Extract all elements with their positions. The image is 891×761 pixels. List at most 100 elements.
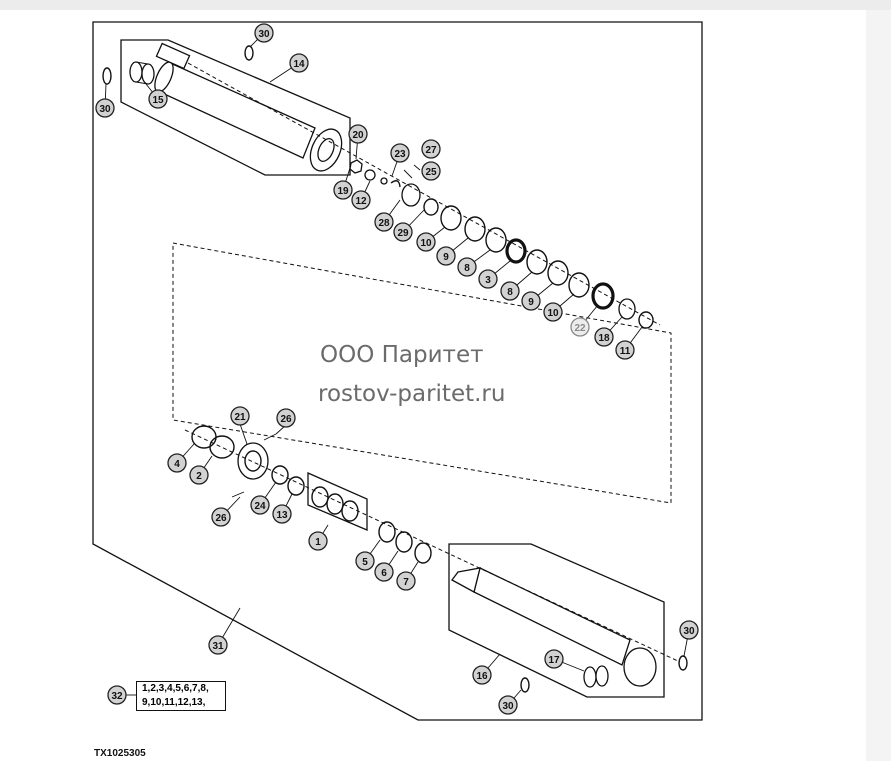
callout-30: 30 xyxy=(498,695,518,715)
svg-text:18: 18 xyxy=(598,333,610,344)
svg-text:30: 30 xyxy=(502,701,514,712)
svg-text:31: 31 xyxy=(212,641,224,652)
svg-text:4: 4 xyxy=(174,459,180,470)
svg-text:12: 12 xyxy=(355,196,367,207)
svg-text:13: 13 xyxy=(276,510,288,521)
callout-1: 1 xyxy=(308,531,328,551)
svg-text:25: 25 xyxy=(425,167,437,178)
kit-contents-line: 1,2,3,4,5,6,7,8, xyxy=(142,683,209,694)
kit-contents-box: 1,2,3,4,5,6,7,8, 9,10,11,12,13, xyxy=(136,681,226,711)
svg-text:8: 8 xyxy=(507,287,513,298)
callout-17: 17 xyxy=(544,649,564,669)
svg-text:22: 22 xyxy=(574,323,586,334)
callout-30: 30 xyxy=(95,98,115,118)
svg-text:16: 16 xyxy=(476,671,488,682)
callout-32: 32 xyxy=(107,685,127,705)
svg-text:24: 24 xyxy=(254,501,266,512)
svg-text:2: 2 xyxy=(196,471,202,482)
callout-29: 29 xyxy=(393,222,413,242)
axis-upper xyxy=(187,62,661,326)
callout-9: 9 xyxy=(436,246,456,266)
browser-top-strip xyxy=(0,0,891,10)
callout-5: 5 xyxy=(355,551,375,571)
callout-21: 21 xyxy=(230,406,250,426)
svg-text:8: 8 xyxy=(464,263,470,274)
callout-23: 23 xyxy=(390,143,410,163)
figure-code: TX1025305 xyxy=(94,748,146,759)
callout-25: 25 xyxy=(421,161,441,181)
callout-8: 8 xyxy=(457,257,477,277)
svg-text:10: 10 xyxy=(547,308,559,319)
svg-text:32: 32 xyxy=(111,691,123,702)
svg-text:26: 26 xyxy=(280,414,292,425)
svg-text:29: 29 xyxy=(397,228,409,239)
svg-text:28: 28 xyxy=(378,218,390,229)
svg-text:6: 6 xyxy=(381,568,387,579)
callout-26: 26 xyxy=(211,507,231,527)
svg-text:23: 23 xyxy=(394,149,406,160)
callout-22: 22 xyxy=(570,317,590,337)
piston-rod-part xyxy=(451,567,657,688)
callout-18: 18 xyxy=(594,327,614,347)
svg-text:1: 1 xyxy=(315,537,321,548)
svg-text:15: 15 xyxy=(152,95,164,106)
callout-30: 30 xyxy=(679,620,699,640)
callout-14: 14 xyxy=(289,53,309,73)
svg-text:30: 30 xyxy=(683,626,695,637)
svg-text:7: 7 xyxy=(403,577,409,588)
callout-3: 3 xyxy=(478,269,498,289)
seal-kit-panel xyxy=(307,472,368,531)
callout-10: 10 xyxy=(543,302,563,322)
watermark-site: rostov-paritet.ru xyxy=(318,381,506,407)
outer-frame xyxy=(92,21,703,721)
bushing-15 xyxy=(129,61,155,85)
callout-leaders xyxy=(104,32,690,706)
barrel-part xyxy=(154,42,343,172)
seal-ring-chain-lower xyxy=(378,521,432,564)
callout-27: 27 xyxy=(421,139,441,159)
svg-text:20: 20 xyxy=(352,130,364,141)
svg-text:14: 14 xyxy=(293,59,305,70)
callout-12: 12 xyxy=(351,190,371,210)
svg-text:5: 5 xyxy=(362,557,368,568)
callout-2: 2 xyxy=(189,465,209,485)
diagram-page xyxy=(0,10,866,761)
svg-text:19: 19 xyxy=(337,186,349,197)
callout-15: 15 xyxy=(148,89,168,109)
svg-text:10: 10 xyxy=(420,238,432,249)
snap-ring-30-left xyxy=(102,67,112,85)
svg-text:17: 17 xyxy=(548,655,560,666)
callout-28: 28 xyxy=(374,212,394,232)
callout-20: 20 xyxy=(348,124,368,144)
svg-text:9: 9 xyxy=(528,297,534,308)
kit-contents-line: 9,10,11,12,13, xyxy=(142,697,206,708)
dashed-connector xyxy=(172,242,672,504)
svg-text:30: 30 xyxy=(258,29,270,40)
snap-ring-30-top xyxy=(244,45,254,61)
callout-31: 31 xyxy=(208,635,228,655)
callout-24: 24 xyxy=(250,495,270,515)
barrel-group-frame xyxy=(120,39,351,176)
svg-text:9: 9 xyxy=(443,252,449,263)
snap-ring-30-bottom-left xyxy=(520,677,530,693)
callout-11: 11 xyxy=(615,340,635,360)
callout-16: 16 xyxy=(472,665,492,685)
callout-10: 10 xyxy=(416,232,436,252)
svg-text:30: 30 xyxy=(99,104,111,115)
svg-text:27: 27 xyxy=(425,145,437,156)
callout-6: 6 xyxy=(374,562,394,582)
rod-group-frame xyxy=(448,543,665,698)
callout-4: 4 xyxy=(167,453,187,473)
callout-30: 30 xyxy=(254,23,274,43)
callout-19: 19 xyxy=(333,180,353,200)
snap-ring-30-bottom-right xyxy=(678,655,688,671)
piston-group xyxy=(191,425,305,498)
scrollbar[interactable] xyxy=(866,10,891,761)
svg-text:3: 3 xyxy=(485,275,491,286)
callout-8: 8 xyxy=(500,281,520,301)
callout-26: 26 xyxy=(276,408,296,428)
callout-7: 7 xyxy=(396,571,416,591)
callout-9: 9 xyxy=(521,291,541,311)
svg-text:11: 11 xyxy=(620,346,631,357)
